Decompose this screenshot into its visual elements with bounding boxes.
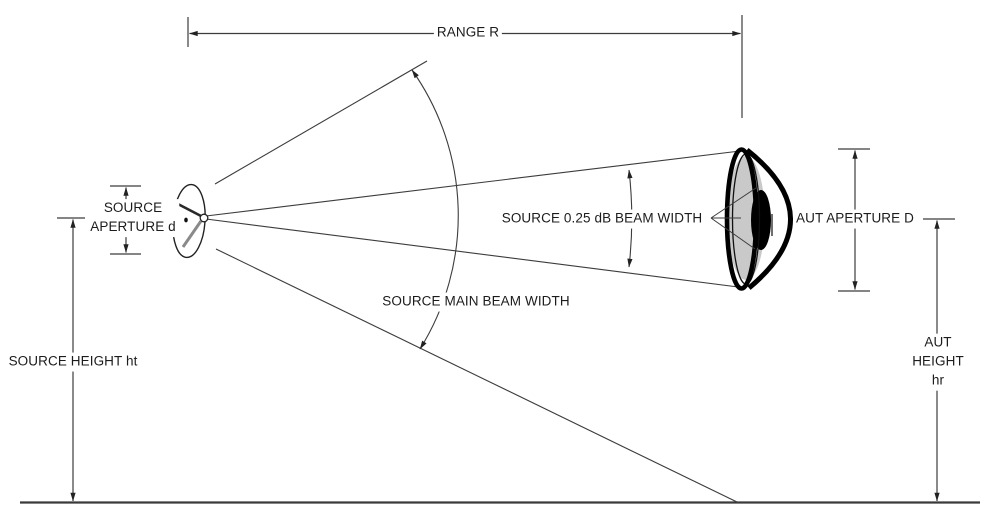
- range-label: RANGE R: [433, 23, 503, 43]
- main-beam-width-arc: [411, 69, 459, 350]
- beam-025-pointer: [710, 187, 757, 250]
- aut-rim-front: [724, 147, 759, 291]
- aut-aperture-label: AUT APERTURE D: [793, 209, 917, 229]
- beam-rays: [205, 60, 747, 503]
- source-feed: [199, 213, 209, 223]
- source-height-label: SOURCE HEIGHT ht: [5, 352, 141, 372]
- beam-025-upper-ray: [205, 150, 741, 217]
- aut-back-shell: [745, 148, 793, 290]
- source-feed-strut-upper: [175, 201, 202, 218]
- source-aperture-label: SOURCE APERTURE d: [87, 199, 179, 237]
- beam-025-lower-ray: [205, 218, 747, 289]
- source-quarter-db-beam-width-label: SOURCE 0.25 dB BEAM WIDTH: [498, 209, 706, 229]
- source-dish-bolt: [184, 217, 188, 223]
- source-feed-strut-lower: [181, 220, 203, 248]
- beam-025-pointer-lower: [710, 217, 756, 250]
- aut-antenna: [724, 147, 793, 291]
- main-beam-lower-ray: [215, 248, 738, 503]
- main-beam-upper-ray: [214, 60, 428, 185]
- source-antenna: [172, 183, 209, 259]
- beam-025-pointer-upper: [710, 187, 757, 219]
- aut-height-label: AUT HEIGHT hr: [907, 333, 969, 391]
- source-main-beam-width-label: SOURCE MAIN BEAM WIDTH: [379, 292, 573, 312]
